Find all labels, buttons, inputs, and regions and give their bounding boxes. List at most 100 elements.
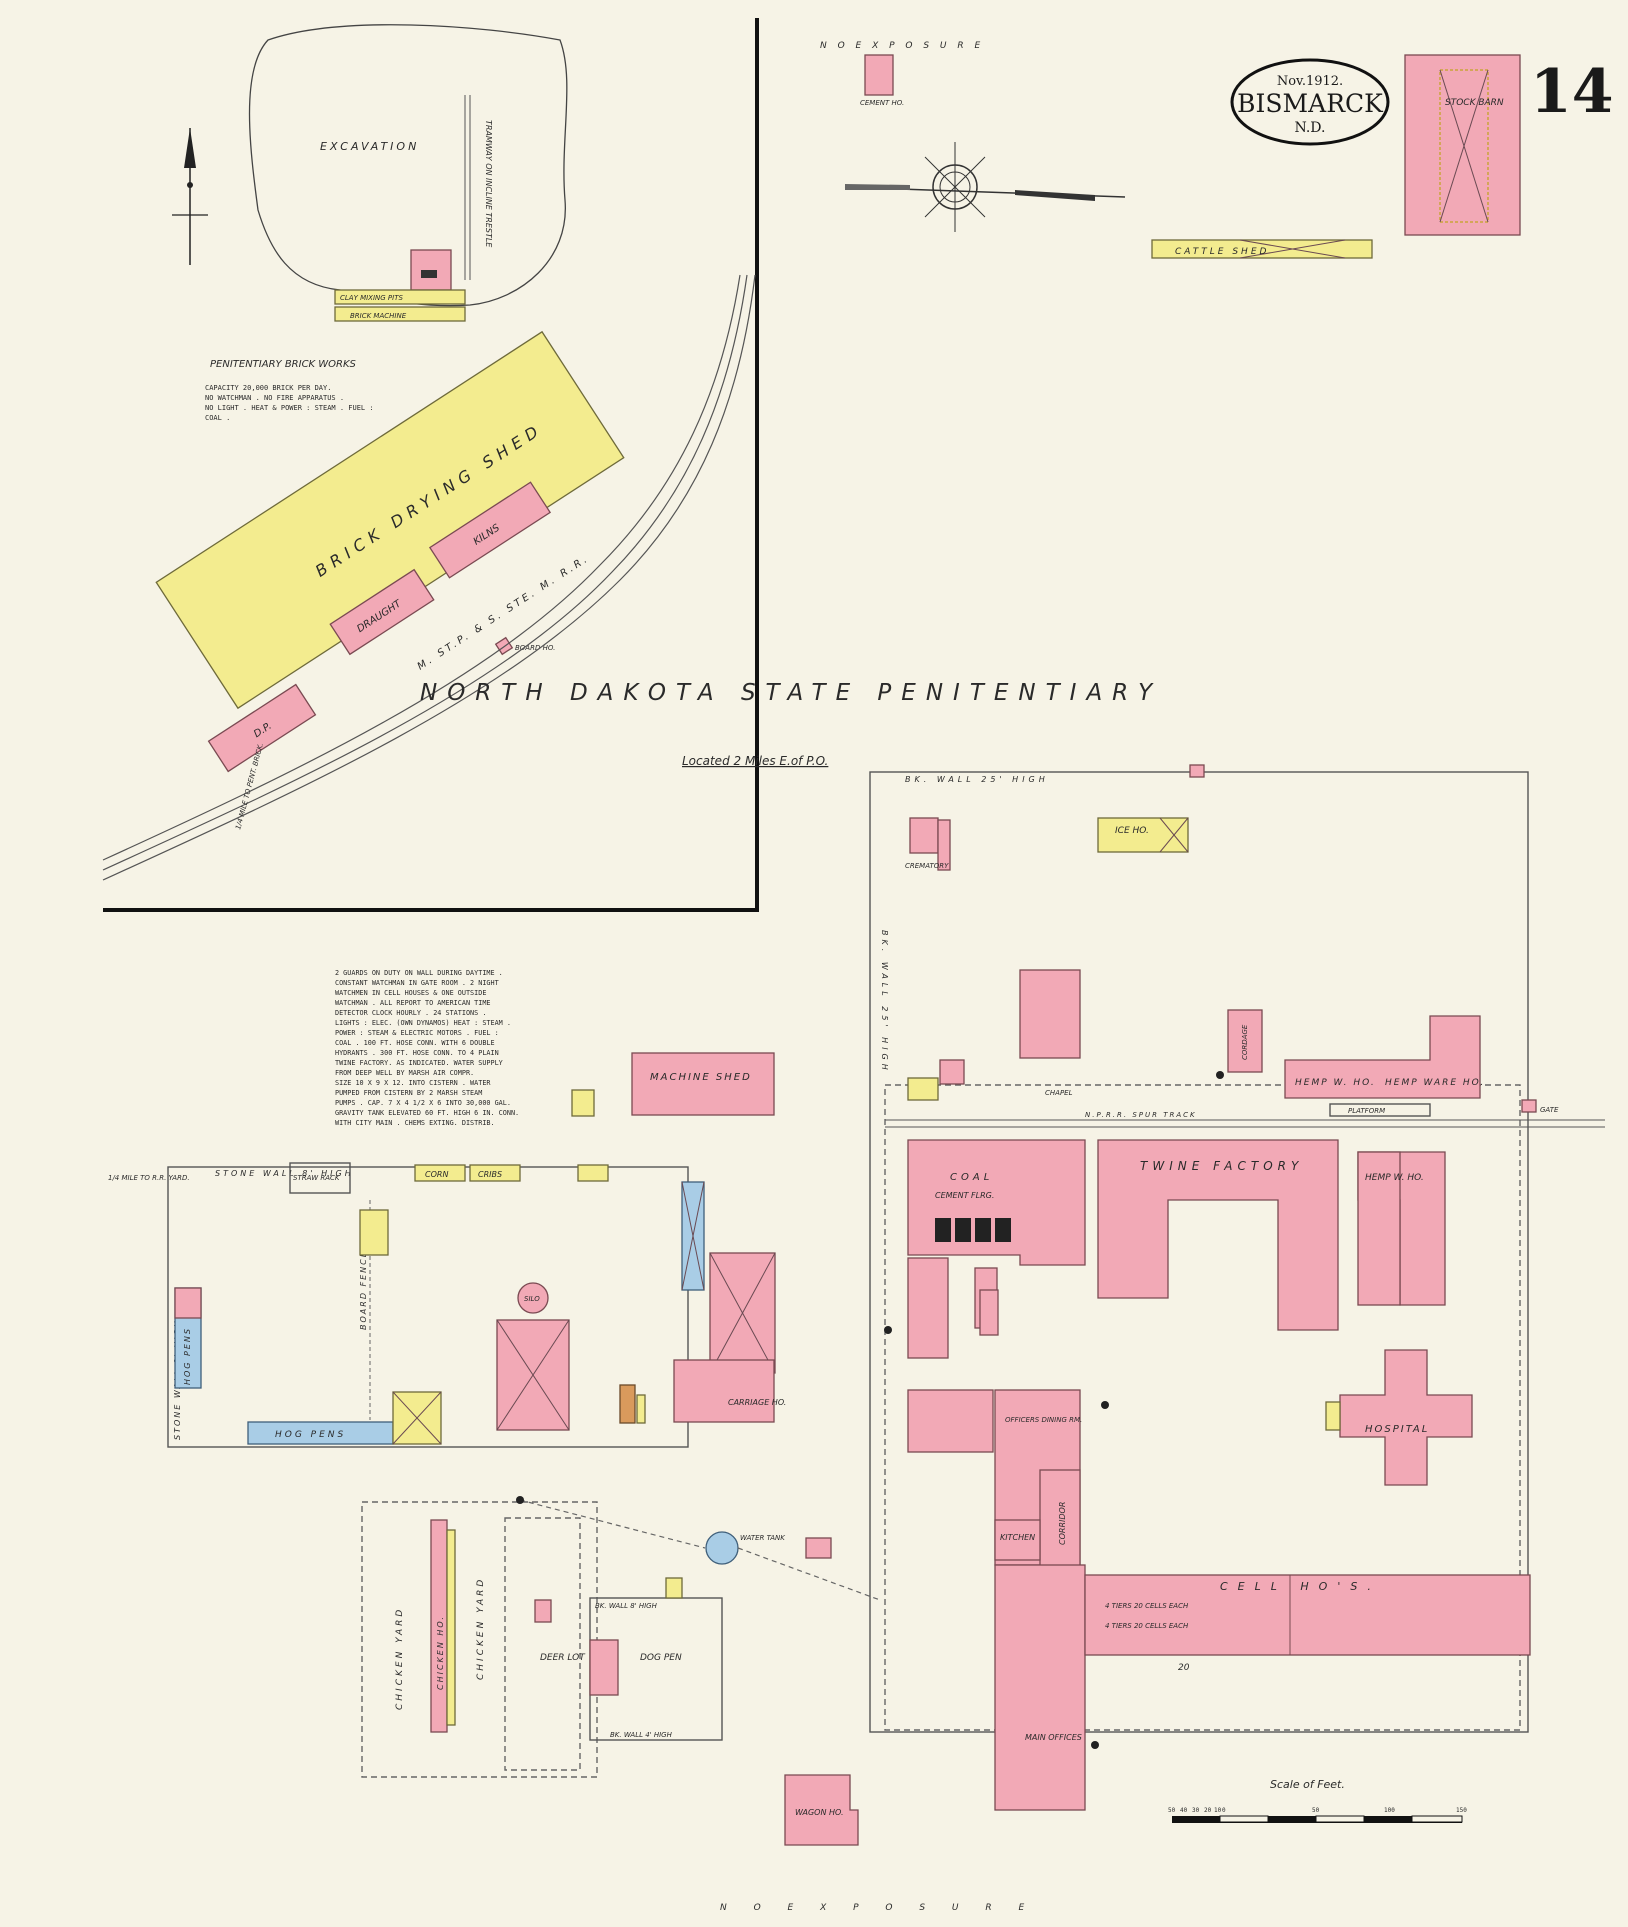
svg-text:10: 10 [1214, 1807, 1222, 1814]
svg-text:30: 30 [1192, 1807, 1200, 1814]
corridor-label: CORRIDOR [1058, 1502, 1067, 1545]
dog-wall-bottom-label: BK. WALL 4' HIGH [610, 1731, 673, 1739]
bk-wall-side-label: BK. WALL 25' HIGH [880, 930, 889, 1074]
hemp-w-ho-3-left [1357, 1151, 1401, 1306]
hydrant-icon [1101, 1401, 1109, 1409]
corn-crib-2-label: CRIBS [478, 1170, 502, 1179]
hydrant-icon [1216, 1071, 1224, 1079]
svg-text:DETECTOR CLOCK HOURLY . 24 STA: DETECTOR CLOCK HOURLY . 24 STATIONS . [335, 1009, 486, 1017]
cell-hos-label: CELL HO'S. [1220, 1580, 1381, 1593]
cement-ho-building [864, 54, 894, 96]
brick-machine-label: BRICK MACHINE [350, 312, 407, 320]
pump-ho [805, 1537, 832, 1559]
kennel-building [589, 1639, 619, 1696]
carriage-ho-building [673, 1359, 775, 1423]
hydrant-icon [1091, 1741, 1099, 1749]
cattle-shed-label: CATTLE SHED [1175, 247, 1269, 257]
hog-pens-1-label: HOG PENS [183, 1327, 192, 1385]
coal-label: COAL [950, 1172, 993, 1183]
dog-house [665, 1577, 683, 1599]
special-hazard-shed [619, 1384, 636, 1424]
svg-text:50: 50 [1168, 1807, 1176, 1814]
deer-lot-label: DEER LOT [540, 1653, 586, 1663]
svg-text:PUMPS . CAP. 7 X 4 1/2 X 6 INT: PUMPS . CAP. 7 X 4 1/2 X 6 INTO 30,000 G… [335, 1099, 511, 1107]
svg-text:MACHINE SHED: MACHINE SHED [650, 1072, 752, 1083]
straw-rack-label: STRAW RACK [293, 1174, 341, 1182]
compass-rose-icon [844, 142, 1126, 232]
kitchen-label: KITCHEN [1000, 1533, 1035, 1542]
clay-mixing-label: CLAY MIXING PITS [340, 294, 403, 302]
kilns-building: KILNS [428, 481, 552, 579]
cattle-shed-building: CATTLE SHED [1151, 239, 1373, 259]
hospital-building: HOSPITAL [1325, 1349, 1473, 1486]
boiler-mark [421, 270, 437, 278]
ice-ho-building [1097, 817, 1189, 853]
hydrant-icon [884, 1326, 892, 1334]
silo [517, 1282, 549, 1314]
deer-lot-enclosure [504, 1517, 581, 1771]
clay-mixing-pits [334, 289, 466, 305]
gate-label: GATE [1540, 1106, 1559, 1114]
stone-wall-top-label: STONE WALL 8' HIGH [215, 1169, 354, 1178]
stock-barn-label: STOCK BARN [1445, 98, 1504, 108]
title-cartouche: Nov.1912. BISMARCK N.D. [1230, 58, 1390, 146]
tramway-label: TRAMWAY ON INCLINE TRESTLE [484, 120, 493, 248]
svg-text:LIGHTS : ELEC. (OWN DYNAMOS) H: LIGHTS : ELEC. (OWN DYNAMOS) HEAT : STEA… [335, 1019, 511, 1027]
carriage-ho-label: CARRIAGE HO. [728, 1398, 786, 1407]
hydrant-icon [516, 1496, 524, 1504]
chicken-yard-1-label: CHICKEN YARD [395, 1607, 405, 1710]
main-offices-label: MAIN OFFICES [1025, 1733, 1082, 1742]
hemp-w-ho-2-label: HEMP WARE HO. [1385, 1078, 1485, 1088]
brick-note-3: NO LIGHT . HEAT & POWER : STEAM . FUEL : [205, 404, 374, 412]
corn-crib-2 [469, 1164, 521, 1182]
frame-shed-3 [359, 1209, 389, 1256]
cell-row-1-label: 4 TIERS 20 CELLS EACH [1105, 1602, 1189, 1610]
wagon-ho-building [784, 1774, 859, 1846]
twine-factory-building [1097, 1139, 1339, 1331]
chicken-ho-porch [446, 1529, 456, 1726]
bk-wall-top-label: BK. WALL 25' HIGH [905, 775, 1049, 784]
hog-pens-2-label: HOG PENS [275, 1430, 346, 1440]
excavation-outline [248, 24, 568, 307]
crematory-b [937, 819, 951, 871]
corn-crib-3 [577, 1164, 609, 1182]
small-frame-shed [571, 1089, 595, 1117]
crematory-a [909, 817, 939, 854]
small-shop [979, 1289, 999, 1336]
sheet-date: Nov.1912. [1277, 74, 1343, 89]
svg-text:CONSTANT WATCHMAN IN GATE ROOM: CONSTANT WATCHMAN IN GATE ROOM . 2 NIGHT [335, 979, 499, 987]
svg-text:SIZE 10 X 9 X 12. INTO CISTERN: SIZE 10 X 9 X 12. INTO CISTERN . WATER [335, 1079, 491, 1087]
svg-text:100: 100 [1384, 1807, 1395, 1814]
section-border [103, 18, 759, 912]
svg-text:FROM DEEP WELL BY MARSH AIR CO: FROM DEEP WELL BY MARSH AIR COMPR. [335, 1069, 474, 1077]
board-ho-label: BOARD HO. [515, 644, 555, 652]
shop-cluster [907, 1389, 994, 1453]
svg-text:20: 20 [1204, 1807, 1212, 1814]
svg-text:GRAVITY TANK ELEVATED 60 FT. H: GRAVITY TANK ELEVATED 60 FT. HIGH 6 IN. … [335, 1109, 519, 1117]
state-name: N.D. [1295, 120, 1326, 136]
no-exposure-bottom: N O E X P O S U R E [720, 1903, 1036, 1913]
machine-shed-building: MACHINE SHED [631, 1052, 775, 1116]
cordage-label: CORDAGE [1241, 1024, 1249, 1060]
dump-ho [939, 1059, 965, 1085]
spur-track: N.P.R.R. SPUR TRACK [885, 1111, 1605, 1128]
dp-building: D.P. [207, 683, 317, 773]
tool-shed [907, 1077, 939, 1101]
svg-text:WATCHMEN IN CELL HOUSES & ONE: WATCHMEN IN CELL HOUSES & ONE OUTSIDE [335, 989, 486, 997]
svg-text:PUMPED FROM CISTERN BY 2 MARSH: PUMPED FROM CISTERN BY 2 MARSH STEAM [335, 1089, 482, 1097]
hospital-label: HOSPITAL [1365, 1424, 1429, 1435]
chicken-ho-label: CHICKEN HO. [436, 1615, 445, 1690]
draught-building: DRAUGHT [329, 568, 435, 656]
hemp-w-ho-3-label: HEMP W. HO. [1365, 1173, 1424, 1183]
svg-text:COAL . 100 FT. HOSE CONN. WITH: COAL . 100 FT. HOSE CONN. WITH 6 DOUBLE [335, 1039, 495, 1047]
brick-note-1: CAPACITY 20,000 BRICK PER DAY. [205, 384, 331, 392]
svg-text:2 GUARDS ON DUTY ON WALL DURIN: 2 GUARDS ON DUTY ON WALL DURING DAYTIME … [335, 969, 503, 977]
hemp-w-ho-1-label: HEMP W. HO. [1295, 1078, 1376, 1088]
brick-note-2: NO WATCHMAN . NO FIRE APPARATUS . [205, 394, 344, 402]
svg-text:POWER : STEAM & ELECTRIC MOTOR: POWER : STEAM & ELECTRIC MOTORS . FUEL : [335, 1029, 499, 1037]
platform-label: PLATFORM [1348, 1107, 1385, 1115]
tramway: TRAMWAY ON INCLINE TRESTLE [464, 95, 493, 280]
scale-title: Scale of Feet. [1270, 1778, 1345, 1791]
